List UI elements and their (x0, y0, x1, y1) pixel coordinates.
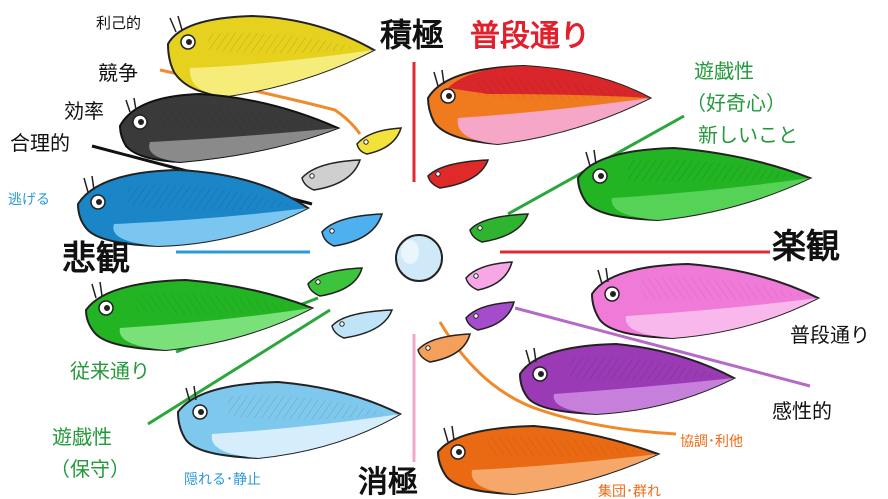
fish-purple (518, 342, 737, 416)
center-circle (395, 234, 443, 282)
label-yugi-hoshu-2: （保守） (50, 457, 130, 481)
fish-lightblue (176, 380, 403, 460)
small-fish-blue (321, 213, 384, 247)
labels: 積極 普段通り 消極 悲観 楽観 利己的 競争 効率 合理的 逃げる 従来通り … (8, 14, 870, 499)
fish-yellow (166, 14, 377, 98)
label-shudan: 集団･群れ (598, 483, 661, 499)
line-yugi-hoshu (147, 308, 331, 426)
line-kansei (514, 306, 811, 388)
axis-top-sub-label: 普段通り (470, 19, 590, 54)
small-fish-lightblue (331, 309, 394, 339)
fish-pink (590, 262, 821, 340)
small-fish-gray (301, 159, 362, 191)
label-yugi-kouki-3: 新しいこと (698, 123, 798, 147)
label-nigeru: 逃げる (8, 192, 50, 208)
label-kyocho: 協調･利他 (680, 434, 743, 450)
small-fish-orange (417, 333, 471, 363)
small-fish-pink (465, 261, 513, 291)
label-rikoteki: 利己的 (96, 14, 141, 32)
label-kyoso: 競争 (98, 61, 138, 85)
label-goriteki: 合理的 (10, 131, 70, 155)
label-kakureru: 隠れる･静止 (184, 472, 261, 488)
axis-right-label: 楽観 (772, 227, 840, 267)
fish-green-right (576, 146, 813, 222)
label-jurai: 従来通り (70, 359, 150, 383)
label-yugi-kouki-2: （好奇心） (686, 91, 786, 115)
fish-black (118, 92, 341, 164)
label-fudan-right: 普段通り (790, 323, 870, 347)
fish-deep-orange (436, 424, 661, 496)
fish-green-left (84, 278, 315, 352)
label-yugi-hoshu-1: 遊戯性 (52, 425, 112, 449)
small-fish-purple (465, 301, 515, 331)
axis-left-label: 悲観 (62, 239, 130, 279)
label-koritsu: 効率 (64, 99, 104, 123)
small-fish-yellow (356, 127, 403, 155)
line-kyocho (438, 321, 677, 436)
small-fish-green-right (469, 213, 530, 243)
fish-red-orange (426, 64, 653, 146)
axis-top-label: 積極 (380, 16, 444, 54)
label-kansei: 感性的 (772, 399, 832, 423)
label-yugi-kouki-1: 遊戯性 (694, 59, 754, 83)
small-fish-green-left (307, 267, 363, 297)
axis-bottom-label: 消極 (358, 465, 418, 499)
fish-blue (76, 168, 310, 248)
small-fish-red (427, 159, 490, 189)
